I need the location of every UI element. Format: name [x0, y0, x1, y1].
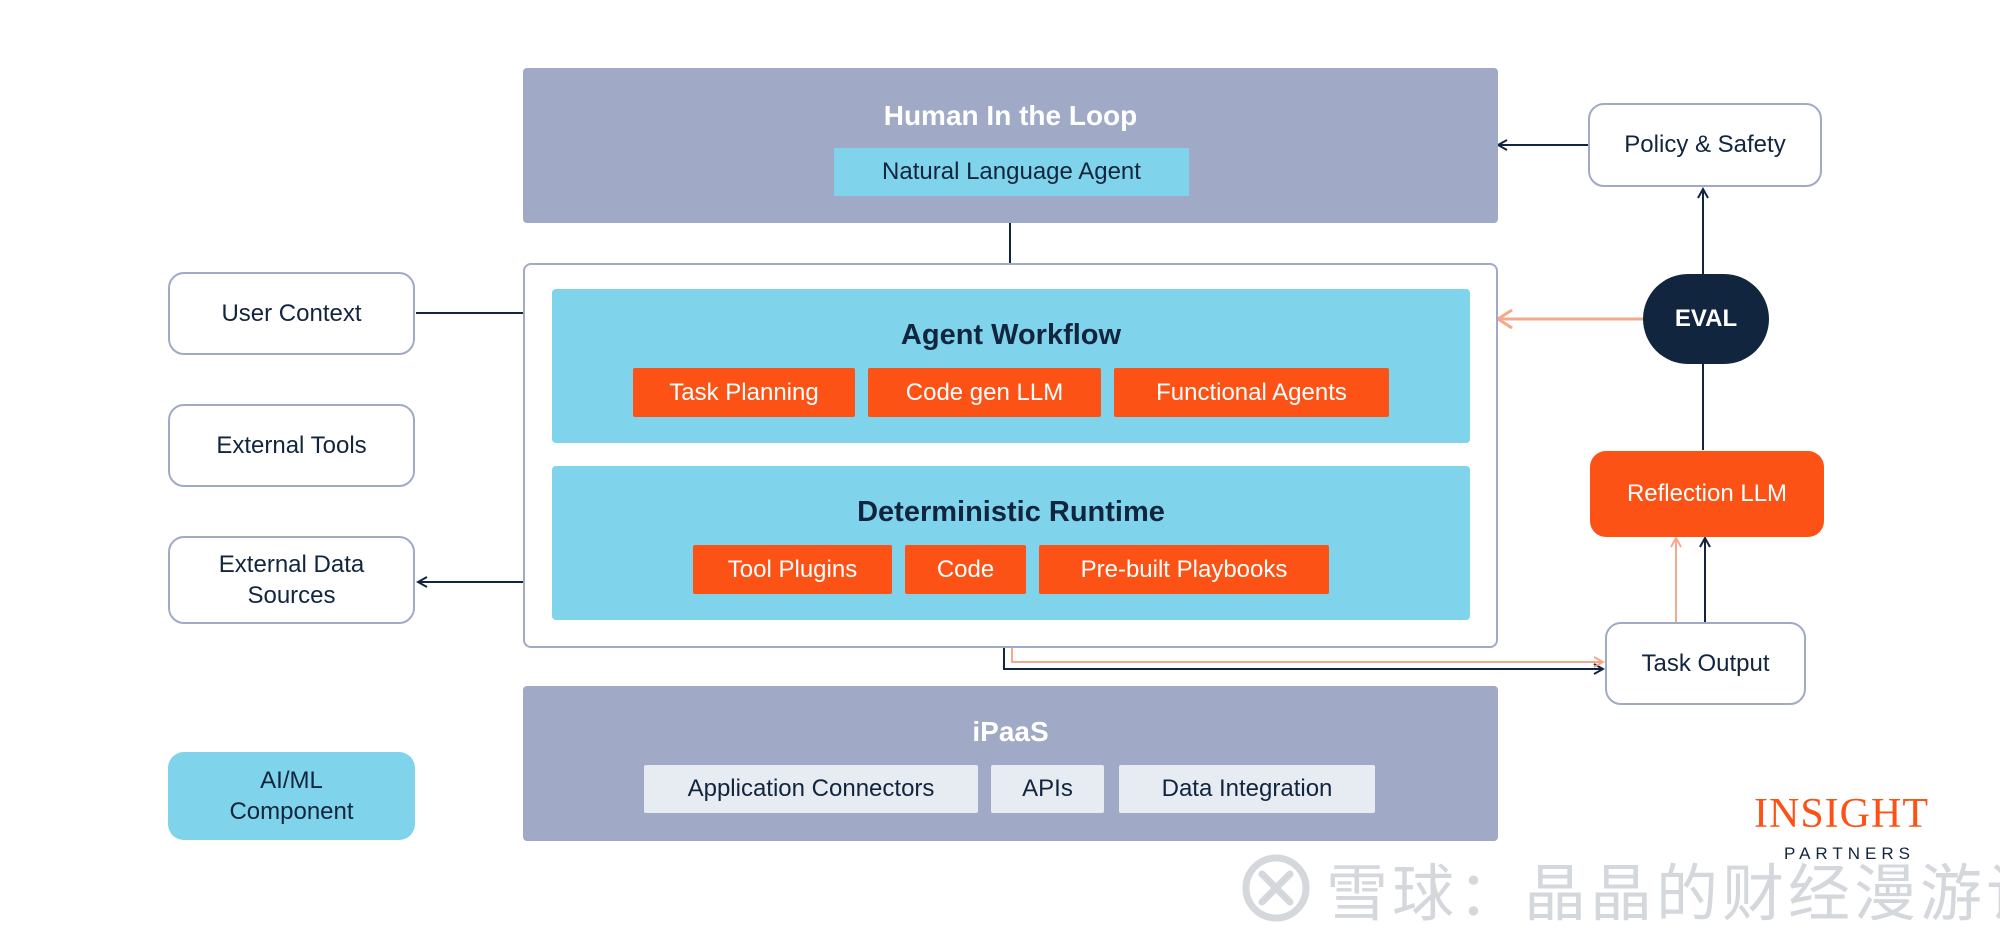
watermark-logo-icon: [1242, 854, 1310, 922]
external-tools-box: External Tools: [168, 404, 415, 487]
eval-node: EVAL: [1643, 274, 1769, 364]
chip-code: Code: [905, 545, 1026, 594]
chip-task-planning: Task Planning: [633, 368, 855, 417]
arrow-main-to-task-output: [1003, 648, 1603, 669]
agent-workflow-title: Agent Workflow: [900, 318, 1122, 351]
insight-partners-logo: INSIGHT PARTNERS: [1750, 790, 1950, 865]
reflection-llm-box: Reflection LLM: [1590, 451, 1824, 537]
chip-code-gen-llm: Code gen LLM: [868, 368, 1101, 417]
human-in-the-loop-band: Human In the Loop Natural Language Agent: [523, 68, 1498, 223]
chip-data-integration: Data Integration: [1119, 765, 1375, 813]
user-context-box: User Context: [168, 272, 415, 355]
ipaas-title: iPaaS: [972, 716, 1049, 747]
chip-tool-plugins: Tool Plugins: [693, 545, 892, 594]
arrow-main-to-task-output-salmon: [1011, 648, 1603, 662]
external-data-sources-box: External Data Sources: [168, 536, 415, 624]
chip-apis: APIs: [991, 765, 1104, 813]
chip-pre-built-playbooks: Pre-built Playbooks: [1039, 545, 1329, 594]
external-data-sources-label: External Data Sources: [218, 550, 365, 609]
deterministic-runtime-title: Deterministic Runtime: [857, 495, 1165, 528]
human-in-the-loop-title: Human In the Loop: [883, 100, 1138, 131]
logo-partners-text: PARTNERS: [1784, 844, 1916, 863]
deterministic-runtime-panel: Deterministic Runtime Tool Plugins Code …: [552, 466, 1470, 620]
logo-insight-text: INSIGHT: [1754, 791, 1929, 837]
natural-language-agent-chip: Natural Language Agent: [834, 148, 1189, 196]
watermark: 雪球：晶晶的财经漫游记: [1240, 848, 2000, 930]
ipaas-band: iPaaS Application Connectors APIs Data I…: [523, 686, 1498, 841]
watermark-text: 雪球：晶晶的财经漫游记: [1326, 857, 2000, 930]
chip-functional-agents: Functional Agents: [1114, 368, 1389, 417]
task-output-box: Task Output: [1605, 622, 1806, 705]
agent-workflow-panel: Agent Workflow Task Planning Code gen LL…: [552, 289, 1470, 443]
chip-application-connectors: Application Connectors: [644, 765, 978, 813]
ai-ml-component-label: AI/ML Component: [229, 766, 354, 825]
policy-safety-box: Policy & Safety: [1588, 103, 1822, 187]
ai-ml-component-legend: AI/ML Component: [168, 752, 415, 840]
